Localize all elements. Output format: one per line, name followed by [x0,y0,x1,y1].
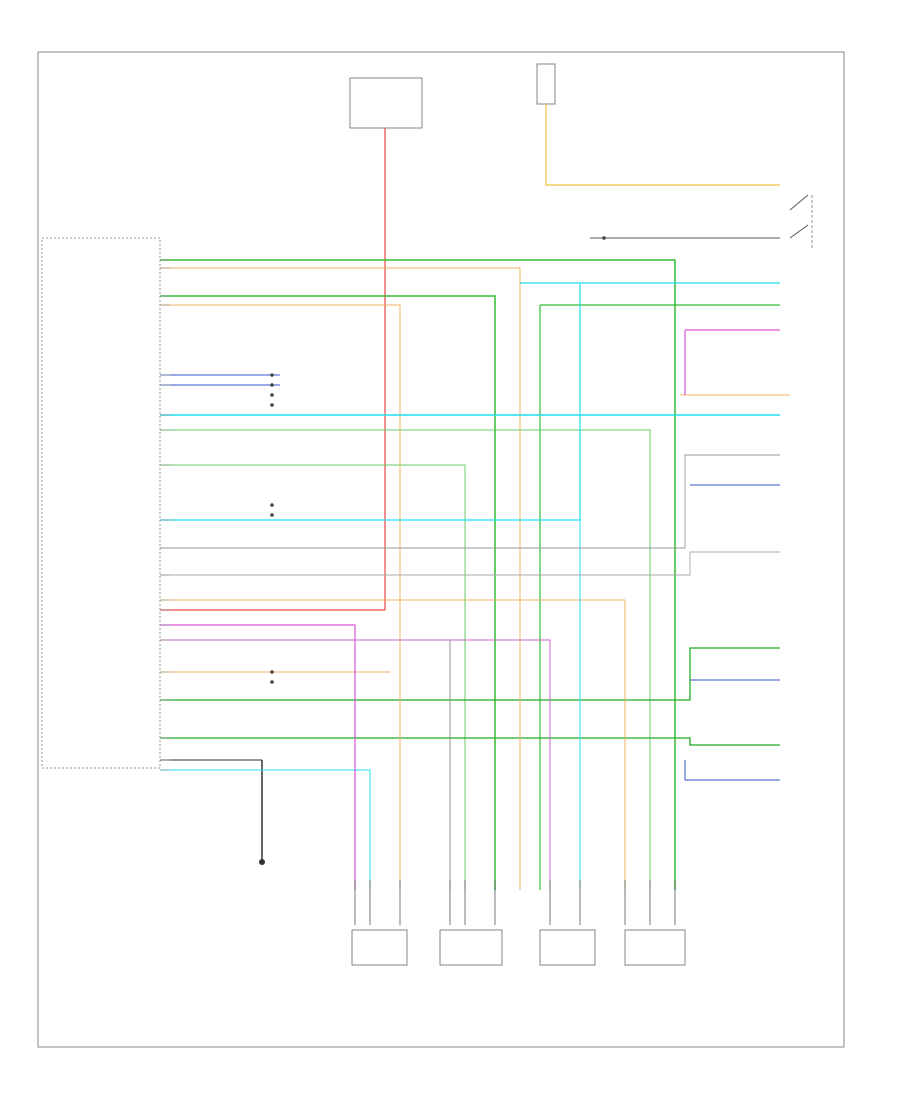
wire-magenta-4 [160,639,551,890]
wire-green-8 [160,737,780,746]
control-module [41,237,161,769]
diagram-border [37,51,845,1048]
relay-box [536,63,556,105]
wire-orange-3 [160,599,626,890]
sensor-rear-left [624,929,686,966]
wire-magenta-1 [160,624,356,890]
wire-gray-2 [160,551,780,576]
ground-point [259,859,265,865]
switch-contact-2 [789,224,809,239]
wire-green-5 [160,429,651,890]
connector-ticks-bottom [354,880,676,925]
wire-orange-2 [160,304,401,890]
wire-gray-1 [160,454,780,549]
wire-cyan-3 [160,283,581,521]
sensor-rear-right [439,929,503,966]
wire-green-6 [160,464,466,890]
sensor-front-right [539,929,596,966]
wire-cyan-5 [160,769,371,890]
wire-green-7 [160,647,780,701]
wire-blue-4 [684,760,780,781]
wire-yellow-relay [545,104,780,186]
sensor-front-left [351,929,408,966]
switch-contact [789,194,809,211]
wire-green-2 [160,295,496,890]
module-pins [160,259,170,771]
fuse-block [349,77,423,129]
wire-orange-1 [160,267,521,890]
wire-green-1 [160,259,676,890]
splice-dots [270,236,606,684]
